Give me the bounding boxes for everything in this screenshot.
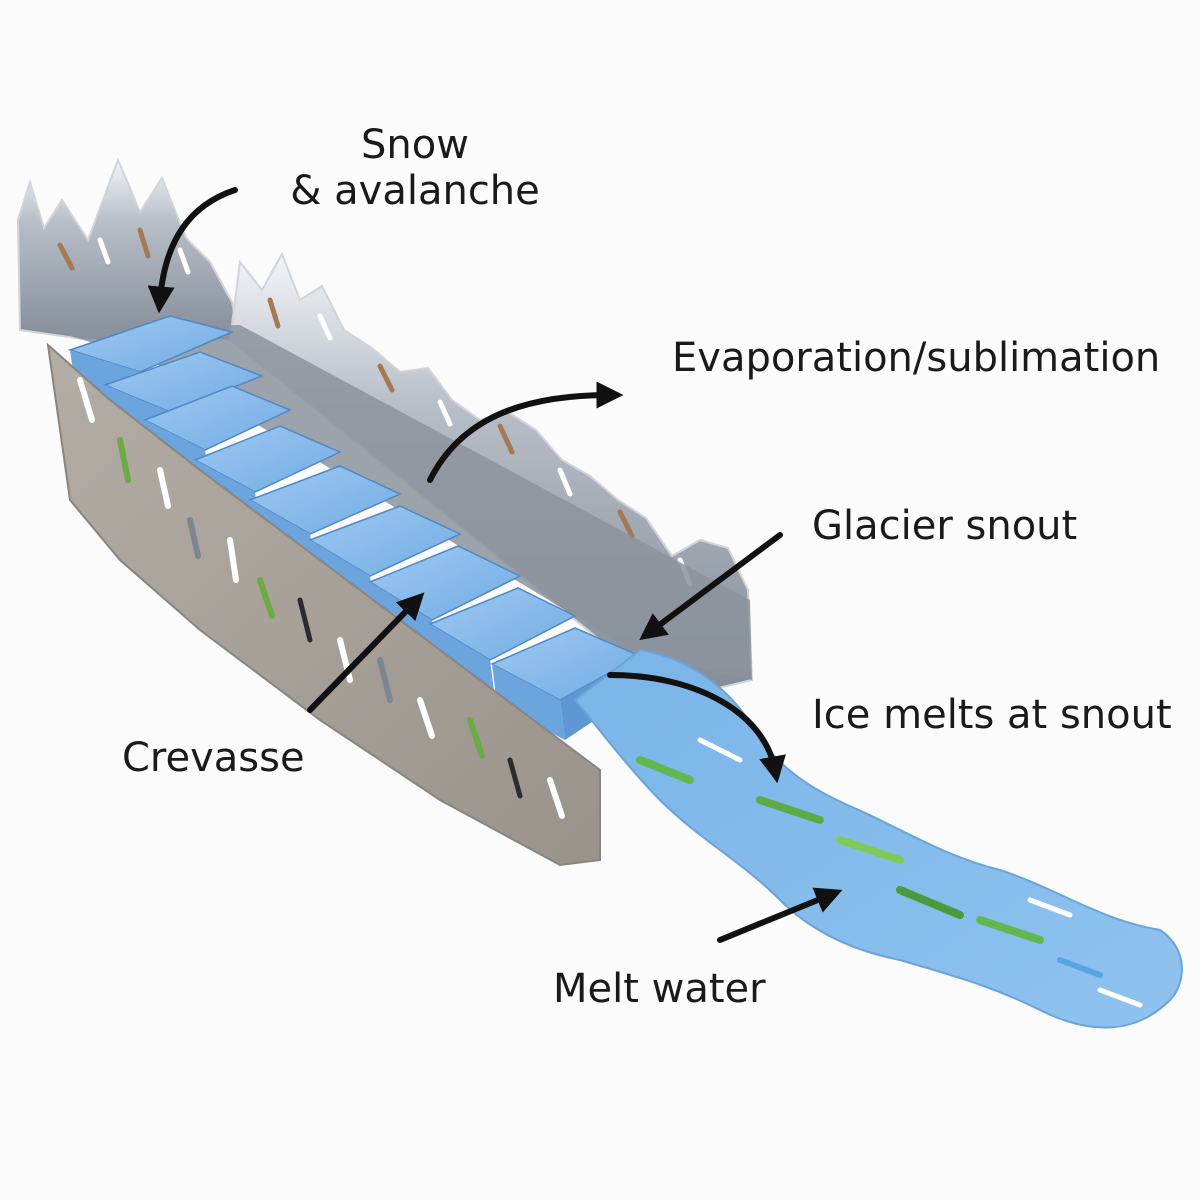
rock-wall-texture bbox=[77, 377, 565, 819]
river-streaks bbox=[636, 737, 1143, 1008]
label-snow: Snow & avalanche bbox=[280, 122, 550, 214]
ice-melts-arrow bbox=[607, 672, 786, 784]
label-glacier-snout: Glacier snout bbox=[812, 503, 1078, 549]
label-evaporation: Evaporation/sublimation bbox=[672, 335, 1161, 381]
back-mountain-wall-left bbox=[16, 157, 242, 341]
crevasse-arrow bbox=[307, 592, 425, 713]
front-rock-wall bbox=[46, 342, 601, 867]
evaporation-arrow bbox=[427, 381, 624, 483]
snow-arrow bbox=[147, 187, 238, 314]
channel-back-wall bbox=[50, 325, 752, 680]
snout-arrow bbox=[639, 532, 783, 641]
label-melt-water: Melt water bbox=[553, 966, 766, 1012]
label-snow-line2: & avalanche bbox=[290, 168, 540, 214]
label-ice-melts: Ice melts at snout bbox=[812, 692, 1172, 738]
annotation-arrows bbox=[147, 187, 843, 943]
melt-water-arrow bbox=[717, 887, 843, 943]
label-crevasse: Crevasse bbox=[122, 735, 305, 781]
label-snow-line1: Snow bbox=[361, 122, 469, 168]
